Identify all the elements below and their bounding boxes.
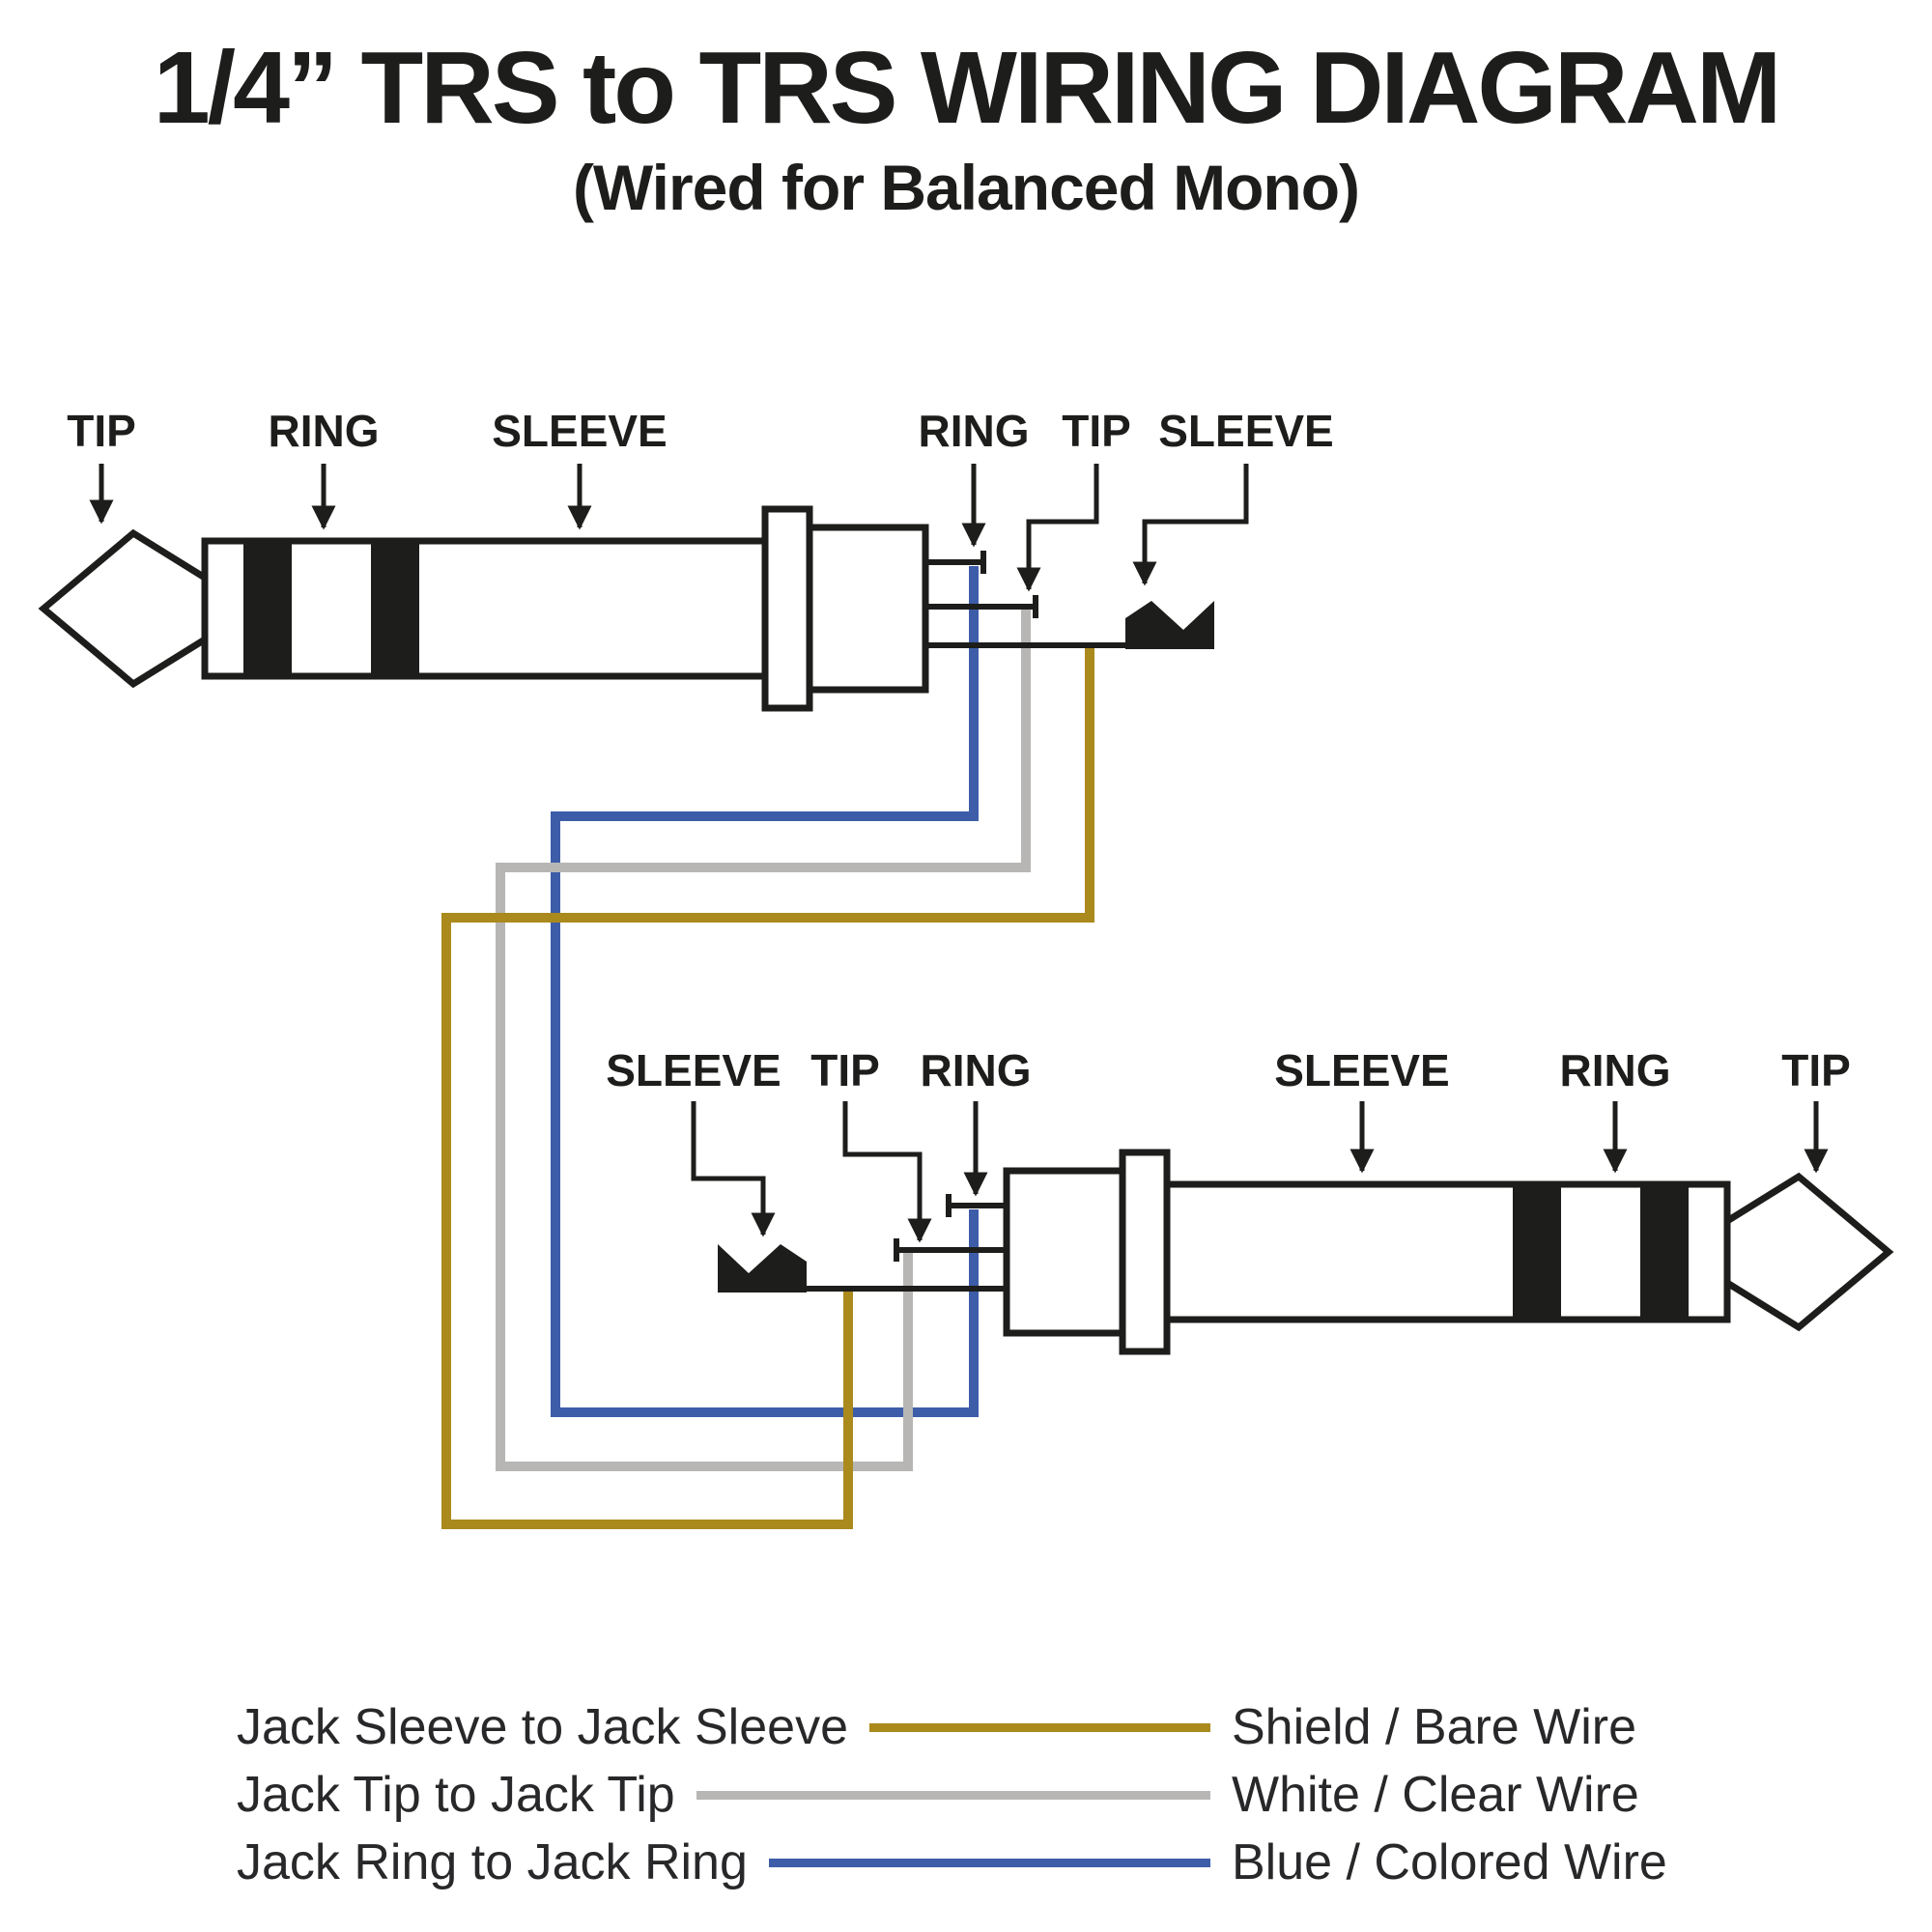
wire-tip-to-tip-white <box>496 609 1031 1471</box>
legend-wire-swatch-white <box>696 1790 1210 1800</box>
plug-top-sleeve-lug-shape <box>1125 601 1214 649</box>
leader-top-terminal-sleeve <box>1132 464 1249 586</box>
label-top-terminal-tip: TIP <box>1062 406 1131 456</box>
legend-wire-swatch-blue <box>768 1858 1210 1867</box>
label-top-tip: TIP <box>67 406 136 456</box>
label-leaders <box>89 464 1829 1243</box>
legend-connection-label: Jack Sleeve to Jack Sleeve <box>237 1699 848 1755</box>
label-bottom-sleeve: SLEEVE <box>1274 1045 1450 1095</box>
legend-row-tip: Jack Tip to Jack Tip White / Clear Wire <box>237 1766 1715 1824</box>
legend-wire-swatch-shield <box>869 1722 1210 1732</box>
header: 1/4” TRS to TRS WIRING DIAGRAM (Wired fo… <box>0 37 1932 224</box>
wire-sleeve-to-sleeve-shield <box>441 647 1094 1529</box>
legend-row-sleeve: Jack Sleeve to Jack Sleeve Shield / Bare… <box>237 1698 1715 1756</box>
label-top-ring: RING <box>269 406 380 456</box>
leader-bottom-terminal-tip <box>842 1101 932 1243</box>
legend-wire-label: Blue / Colored Wire <box>1232 1834 1667 1890</box>
plug-top-ring-band-2 <box>371 538 419 679</box>
legend-wire-label: White / Clear Wire <box>1232 1767 1639 1823</box>
label-bottom-ring: RING <box>1560 1045 1671 1095</box>
plug-top-ring-band-1 <box>243 538 292 679</box>
connection-wires <box>441 566 1094 1529</box>
plug-top-tip-shape <box>38 528 209 689</box>
plug-top-collar <box>761 505 813 712</box>
label-top-terminal-sleeve: SLEEVE <box>1158 406 1334 456</box>
label-top-sleeve: SLEEVE <box>492 406 668 456</box>
label-bottom-terminal-sleeve: SLEEVE <box>606 1045 781 1095</box>
plug-bottom-ring-band-2 <box>1640 1181 1689 1322</box>
legend-row-ring: Jack Ring to Jack Ring Blue / Colored Wi… <box>237 1833 1715 1891</box>
plug-bottom-tip-shape <box>1723 1172 1894 1332</box>
plug-bottom-sleeve-lug-shape <box>718 1244 807 1293</box>
wire-ring-to-ring-blue <box>551 566 979 1417</box>
plug-bottom-collar <box>1119 1149 1171 1355</box>
plug-bottom-body <box>1003 1167 1126 1337</box>
label-top-terminal-ring: RING <box>919 406 1030 456</box>
plug-top-body <box>806 524 929 694</box>
label-bottom-terminal-ring: RING <box>921 1045 1032 1095</box>
legend-connection-label: Jack Ring to Jack Ring <box>237 1834 748 1890</box>
legend: Jack Sleeve to Jack Sleeve Shield / Bare… <box>237 1698 1715 1891</box>
leader-bottom-terminal-sleeve <box>691 1101 776 1237</box>
part-labels: TIP RING SLEEVE RING TIP SLEEVE SLEEVE T… <box>67 406 1851 1095</box>
trs-plug-bottom <box>718 1149 1894 1355</box>
plug-bottom-ring-band-1 <box>1513 1181 1561 1322</box>
legend-wire-label: Shield / Bare Wire <box>1232 1699 1637 1755</box>
leader-top-terminal-tip <box>1016 464 1099 592</box>
legend-connection-label: Jack Tip to Jack Tip <box>237 1767 675 1823</box>
diagram-title: 1/4” TRS to TRS WIRING DIAGRAM <box>153 31 1782 145</box>
label-bottom-terminal-tip: TIP <box>810 1045 880 1095</box>
label-bottom-tip: TIP <box>1781 1045 1851 1095</box>
diagram-subtitle: (Wired for Balanced Mono) <box>572 152 1360 223</box>
trs-plug-top <box>38 505 1214 712</box>
